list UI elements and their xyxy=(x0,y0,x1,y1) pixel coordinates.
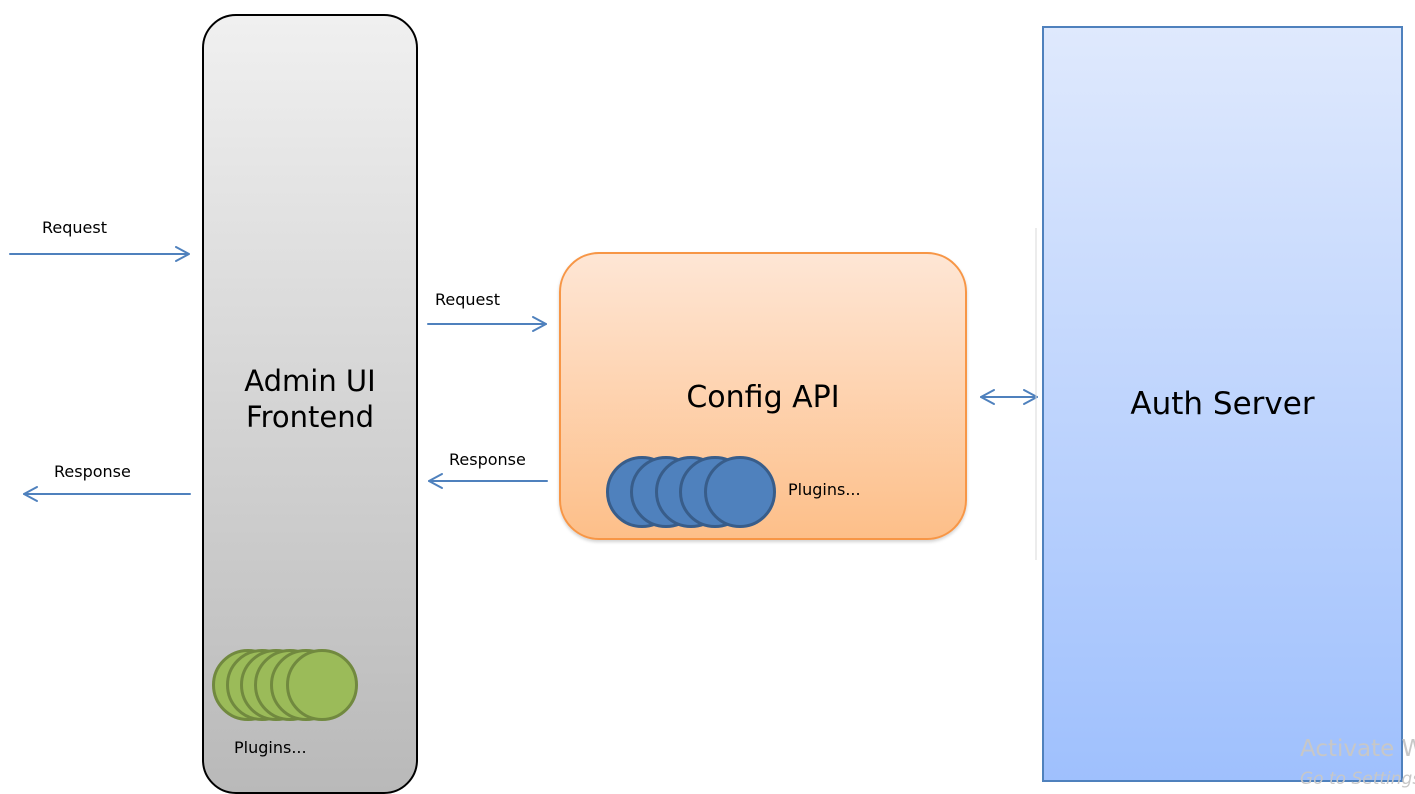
edge-client-to-admin-request xyxy=(9,246,190,262)
auth-server-node: Auth Server xyxy=(1042,26,1403,782)
edge-label-request-in: Request xyxy=(42,218,107,237)
config-api-plugins-label: Plugins... xyxy=(788,480,861,499)
edge-admin-to-client-response xyxy=(23,486,191,502)
auth-server-title: Auth Server xyxy=(1130,386,1315,422)
admin-ui-plugins-label: Plugins... xyxy=(234,738,307,757)
edge-config-to-admin-response xyxy=(428,473,548,489)
admin-ui-title: Admin UI Frontend xyxy=(204,364,416,436)
edge-label-request-to-config: Request xyxy=(435,290,500,309)
activation-watermark-subtitle: Go to Settings xyxy=(1300,769,1415,789)
edge-label-response-from-config: Response xyxy=(449,450,526,469)
edge-config-auth-bidirectional xyxy=(980,389,1038,405)
edge-label-response-out: Response xyxy=(54,462,131,481)
config-api-title: Config API xyxy=(686,380,840,415)
plugin-disc xyxy=(704,456,776,528)
admin-ui-title-line1: Admin UI xyxy=(244,364,376,398)
edge-admin-to-config-request xyxy=(427,316,547,332)
admin-ui-title-line2: Frontend xyxy=(246,399,374,434)
plugin-disc xyxy=(286,649,358,721)
activation-watermark-title: Activate W xyxy=(1300,736,1415,762)
